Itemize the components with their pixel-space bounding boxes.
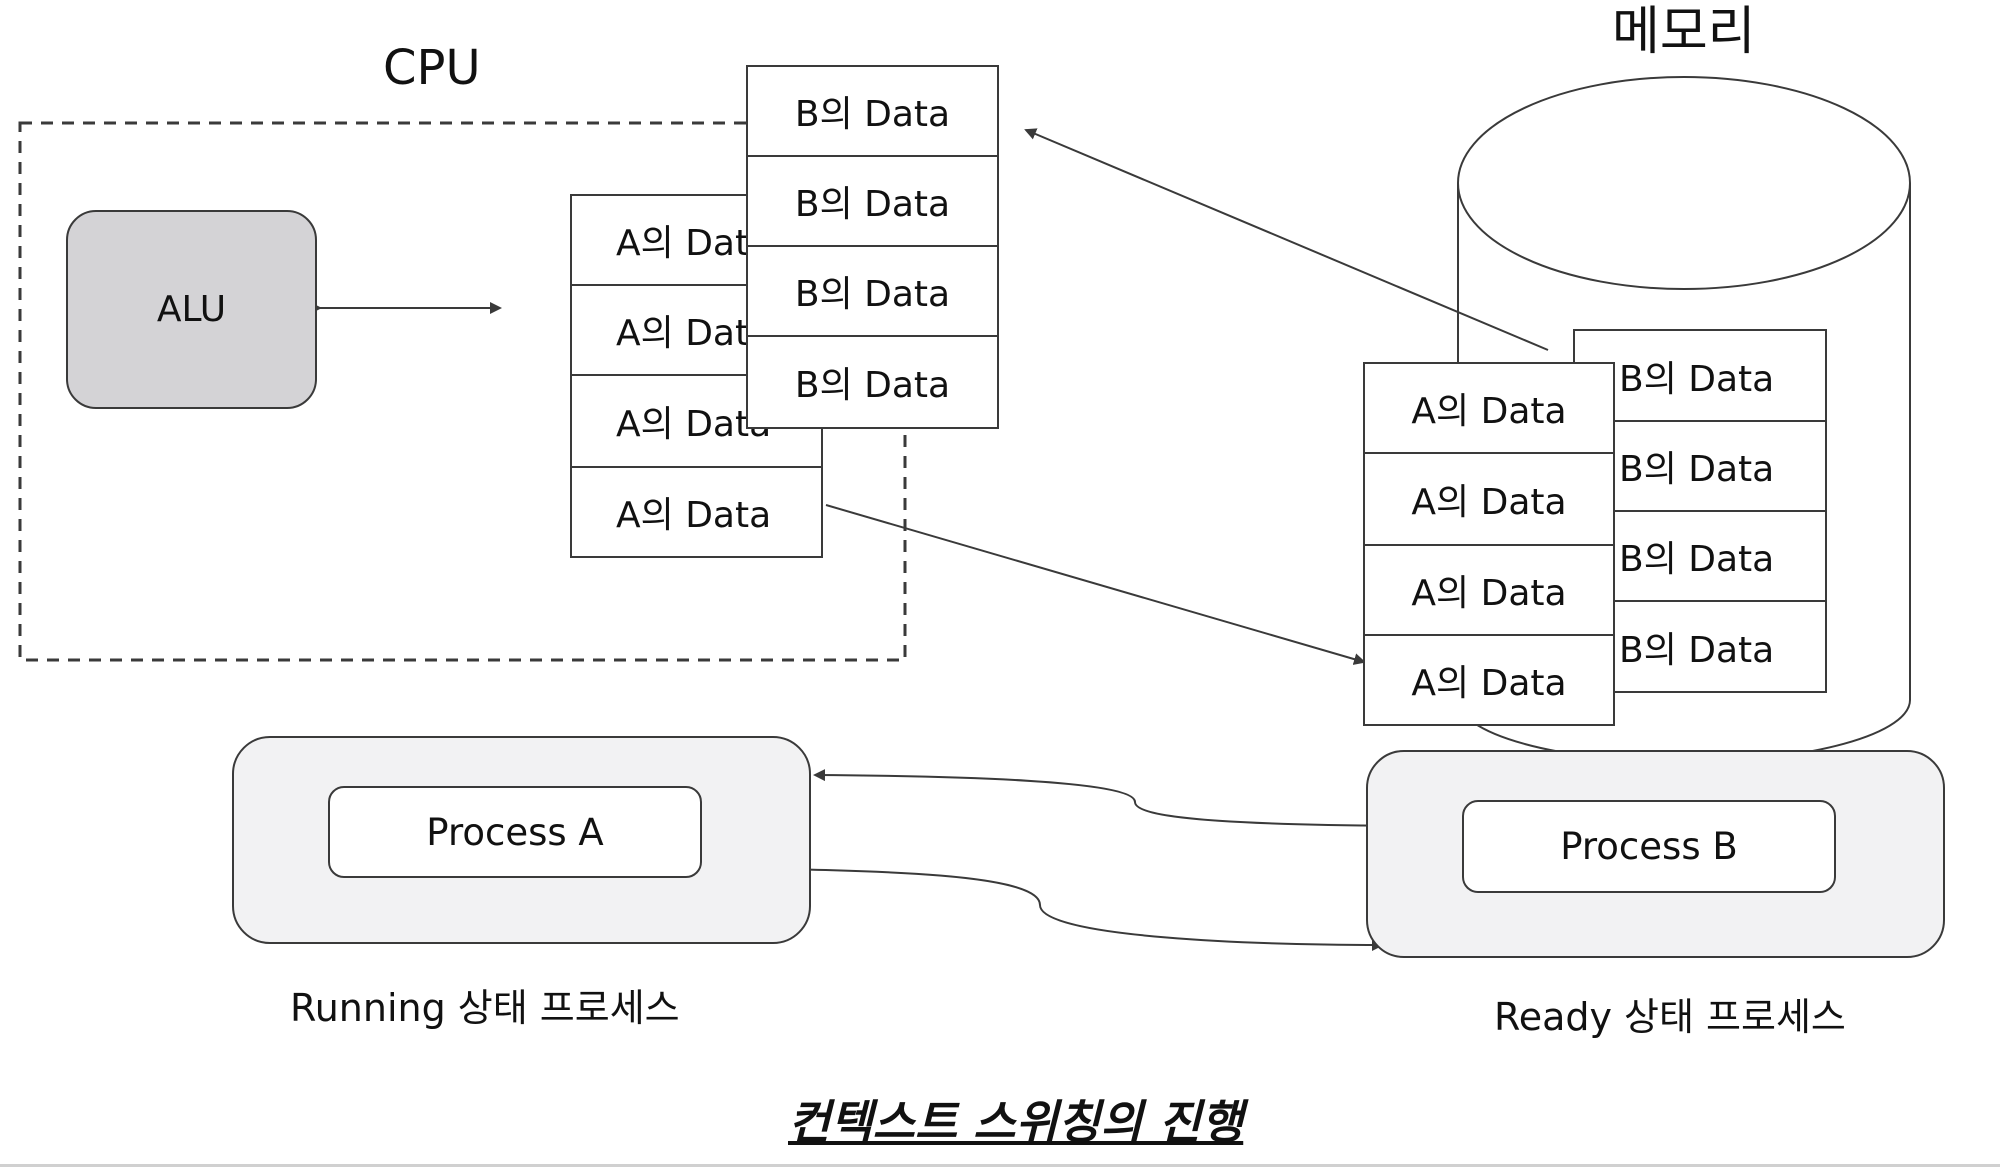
memory-a-data: A의 Data bbox=[1363, 452, 1615, 546]
load-b-arrow bbox=[1024, 128, 1549, 351]
memory-title: 메모리 bbox=[1612, 2, 1756, 62]
diagram-title: 컨텍스트 스위칭의 진행 bbox=[788, 1095, 1244, 1149]
cpu-b-register: B의 Data bbox=[746, 335, 999, 429]
memory-a-data: A의 Data bbox=[1363, 544, 1615, 636]
process-a-caption: Running 상태 프로세스 bbox=[290, 986, 680, 1030]
cpu-a-register: A의 Data bbox=[570, 466, 823, 558]
memory-b-data: B의 Data bbox=[1573, 329, 1827, 422]
cpu-boundary bbox=[18, 121, 907, 662]
memory-b-data: B의 Data bbox=[1573, 600, 1827, 693]
memory-b-data: B의 Data bbox=[1573, 420, 1827, 512]
process-b-caption: Ready 상태 프로세스 bbox=[1494, 995, 1846, 1039]
process-b-box: Process B bbox=[1462, 800, 1836, 893]
process-a-label: Process A bbox=[426, 810, 604, 854]
memory-a-data: A의 Data bbox=[1363, 362, 1615, 454]
save-a-arrow bbox=[825, 504, 1366, 665]
cpu-b-register: B의 Data bbox=[746, 155, 999, 247]
process-a-to-b-arrow bbox=[699, 867, 1384, 951]
alu-box: ALU bbox=[66, 210, 317, 409]
process-b-label: Process B bbox=[1560, 825, 1738, 868]
process-a-box: Process A bbox=[328, 786, 702, 878]
cpu-b-register: B의 Data bbox=[746, 245, 999, 337]
bottom-divider bbox=[0, 1164, 2000, 1167]
cpu-b-register: B의 Data bbox=[746, 65, 999, 157]
memory-b-data: B의 Data bbox=[1573, 510, 1827, 602]
cpu-a-register: A의 Data bbox=[570, 374, 823, 468]
process-b-to-a-arrow bbox=[813, 769, 1459, 827]
memory-a-data: A의 Data bbox=[1363, 634, 1615, 726]
cpu-title: CPU bbox=[383, 40, 481, 96]
alu-label: ALU bbox=[156, 289, 227, 330]
